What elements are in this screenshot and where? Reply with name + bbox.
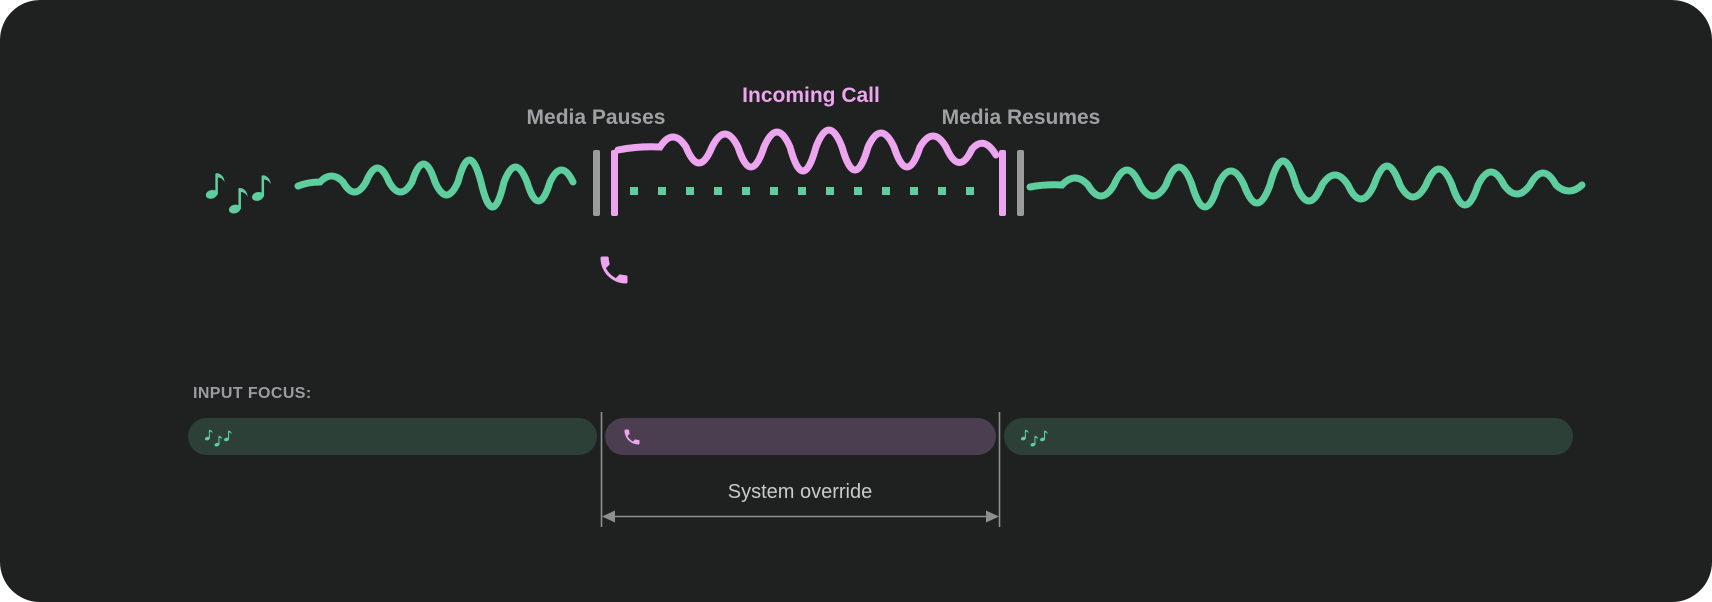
media-pauses-label: Media Pauses xyxy=(526,106,666,129)
music-notes-icon xyxy=(205,425,232,448)
system-override-label: System override xyxy=(727,481,873,503)
media-resumes-label: Media Resumes xyxy=(941,106,1101,129)
music-notes-icon xyxy=(1021,425,1048,448)
phone-icon xyxy=(624,429,640,444)
input-focus-label: INPUT FOCUS: xyxy=(193,385,312,402)
incoming-call-label: Incoming Call xyxy=(742,84,880,107)
focus-segment-media-2 xyxy=(1004,418,1573,455)
focus-segment-media-1 xyxy=(188,418,597,455)
focus-segment-call xyxy=(605,418,996,455)
